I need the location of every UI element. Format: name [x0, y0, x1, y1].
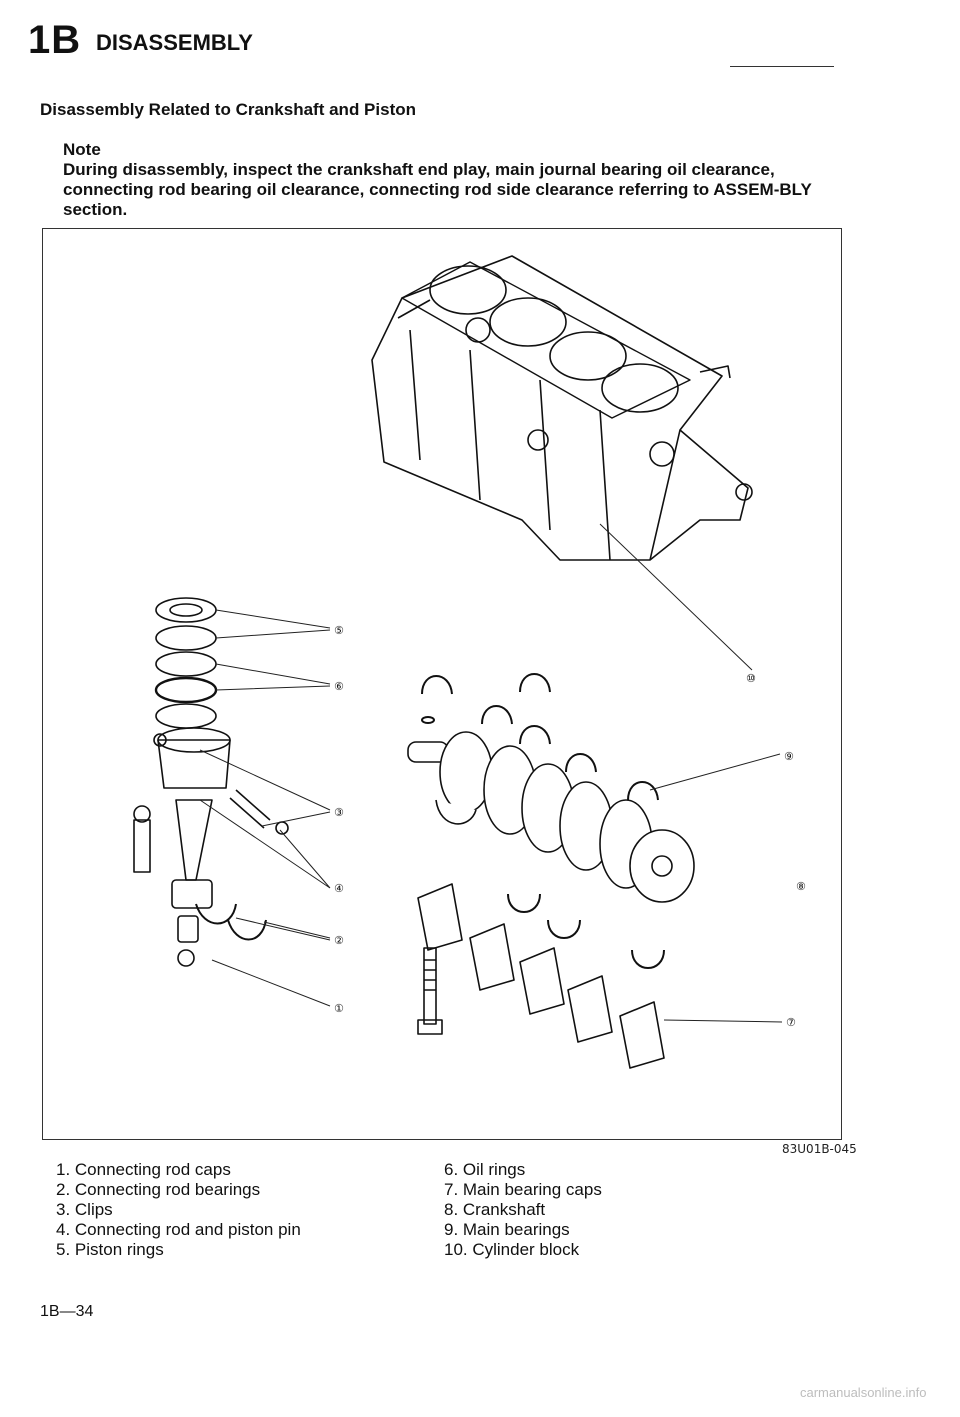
piston-rings-drawing — [154, 597, 218, 729]
callout-4: ④ — [334, 882, 344, 895]
note-heading: Note — [63, 140, 101, 159]
legend-item: 8. Crankshaft — [444, 1200, 546, 1219]
callout-9: ⑨ — [784, 750, 794, 763]
figure-code: 83U01B-045 — [782, 1142, 857, 1156]
legend-item: 3. Clips — [56, 1200, 113, 1219]
main-bearings-drawing — [421, 673, 659, 801]
legend-item: 5. Piston rings — [56, 1240, 164, 1259]
legend-left: 1. Connecting rod caps 2. Connecting rod… — [56, 1160, 301, 1260]
section-title: DISASSEMBLY — [96, 30, 253, 55]
legend-item: 2. Connecting rod bearings — [56, 1180, 261, 1199]
callout-1: ① — [334, 1002, 344, 1015]
legend-item: 10. Cylinder block — [444, 1240, 580, 1259]
figure-frame — [42, 228, 842, 1140]
page-subtitle: Disassembly Related to Crankshaft and Pi… — [40, 100, 416, 119]
legend-item: 9. Main bearings — [444, 1220, 570, 1239]
footer-watermark: carmanualsonline.info — [800, 1385, 927, 1400]
legend-item: 6. Oil rings — [444, 1160, 526, 1179]
cylinder-block-drawing — [371, 255, 753, 561]
page-number: 1B—34 — [40, 1303, 94, 1320]
main-cap-bolt-drawing — [417, 947, 443, 1035]
callout-6: ⑥ — [334, 680, 344, 693]
legend-right: 6. Oil rings 7. Main bearing caps 8. Cra… — [444, 1160, 602, 1260]
note-text: During disassembly, inspect the cranksha… — [63, 160, 812, 219]
leader-lines — [199, 523, 783, 1023]
header-rule — [730, 66, 834, 67]
legend-item: 7. Main bearing caps — [444, 1180, 602, 1199]
callout-10: ⑩ — [746, 672, 756, 685]
callout-5: ⑤ — [334, 624, 344, 637]
callout-3: ③ — [334, 806, 344, 819]
legend-item: 4. Connecting rod and piston pin — [56, 1220, 301, 1239]
callout-7: ⑦ — [786, 1016, 796, 1029]
main-bearing-caps-drawing — [417, 883, 665, 1069]
piston-and-connecting-rod-drawing — [133, 727, 289, 967]
callout-8: ⑧ — [796, 880, 806, 893]
callout-2: ② — [334, 934, 344, 947]
crankshaft-drawing — [407, 731, 695, 903]
section-code: 1B — [28, 18, 82, 62]
legend-item: 1. Connecting rod caps — [56, 1160, 231, 1179]
